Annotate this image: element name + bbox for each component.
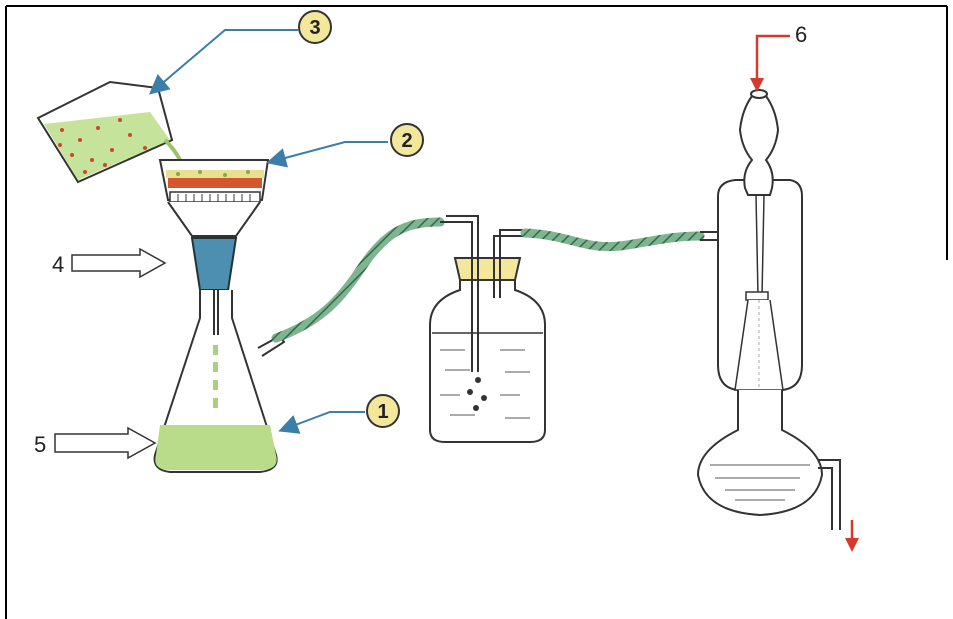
label-6-text: 6 [795,22,807,47]
label-2-pointer [270,142,388,162]
filter-flask [155,290,284,472]
pouring-beaker [38,82,180,182]
label-4-arrow [72,249,165,277]
rubber-stopper [192,238,236,290]
label-1-pointer [282,412,365,430]
label-5-text: 5 [34,432,46,457]
trap-bottle [430,216,545,442]
vacuum-hose-1 [276,222,440,338]
outlet-arrow [845,520,859,552]
water-aspirator [698,90,840,530]
label-3-text: 3 [309,17,320,39]
label-3-pointer [152,30,298,92]
label-3-marker: 3 [299,11,331,43]
label-1-text: 1 [377,401,388,423]
label-1-marker: 1 [367,395,399,427]
label-2-text: 2 [401,130,412,152]
label-5-arrow [55,428,155,458]
label-2-marker: 2 [391,124,423,156]
buchner-funnel [160,160,268,236]
label-6-arrow [750,36,790,92]
label-4-text: 4 [52,252,64,277]
vacuum-hose-2 [525,233,700,247]
